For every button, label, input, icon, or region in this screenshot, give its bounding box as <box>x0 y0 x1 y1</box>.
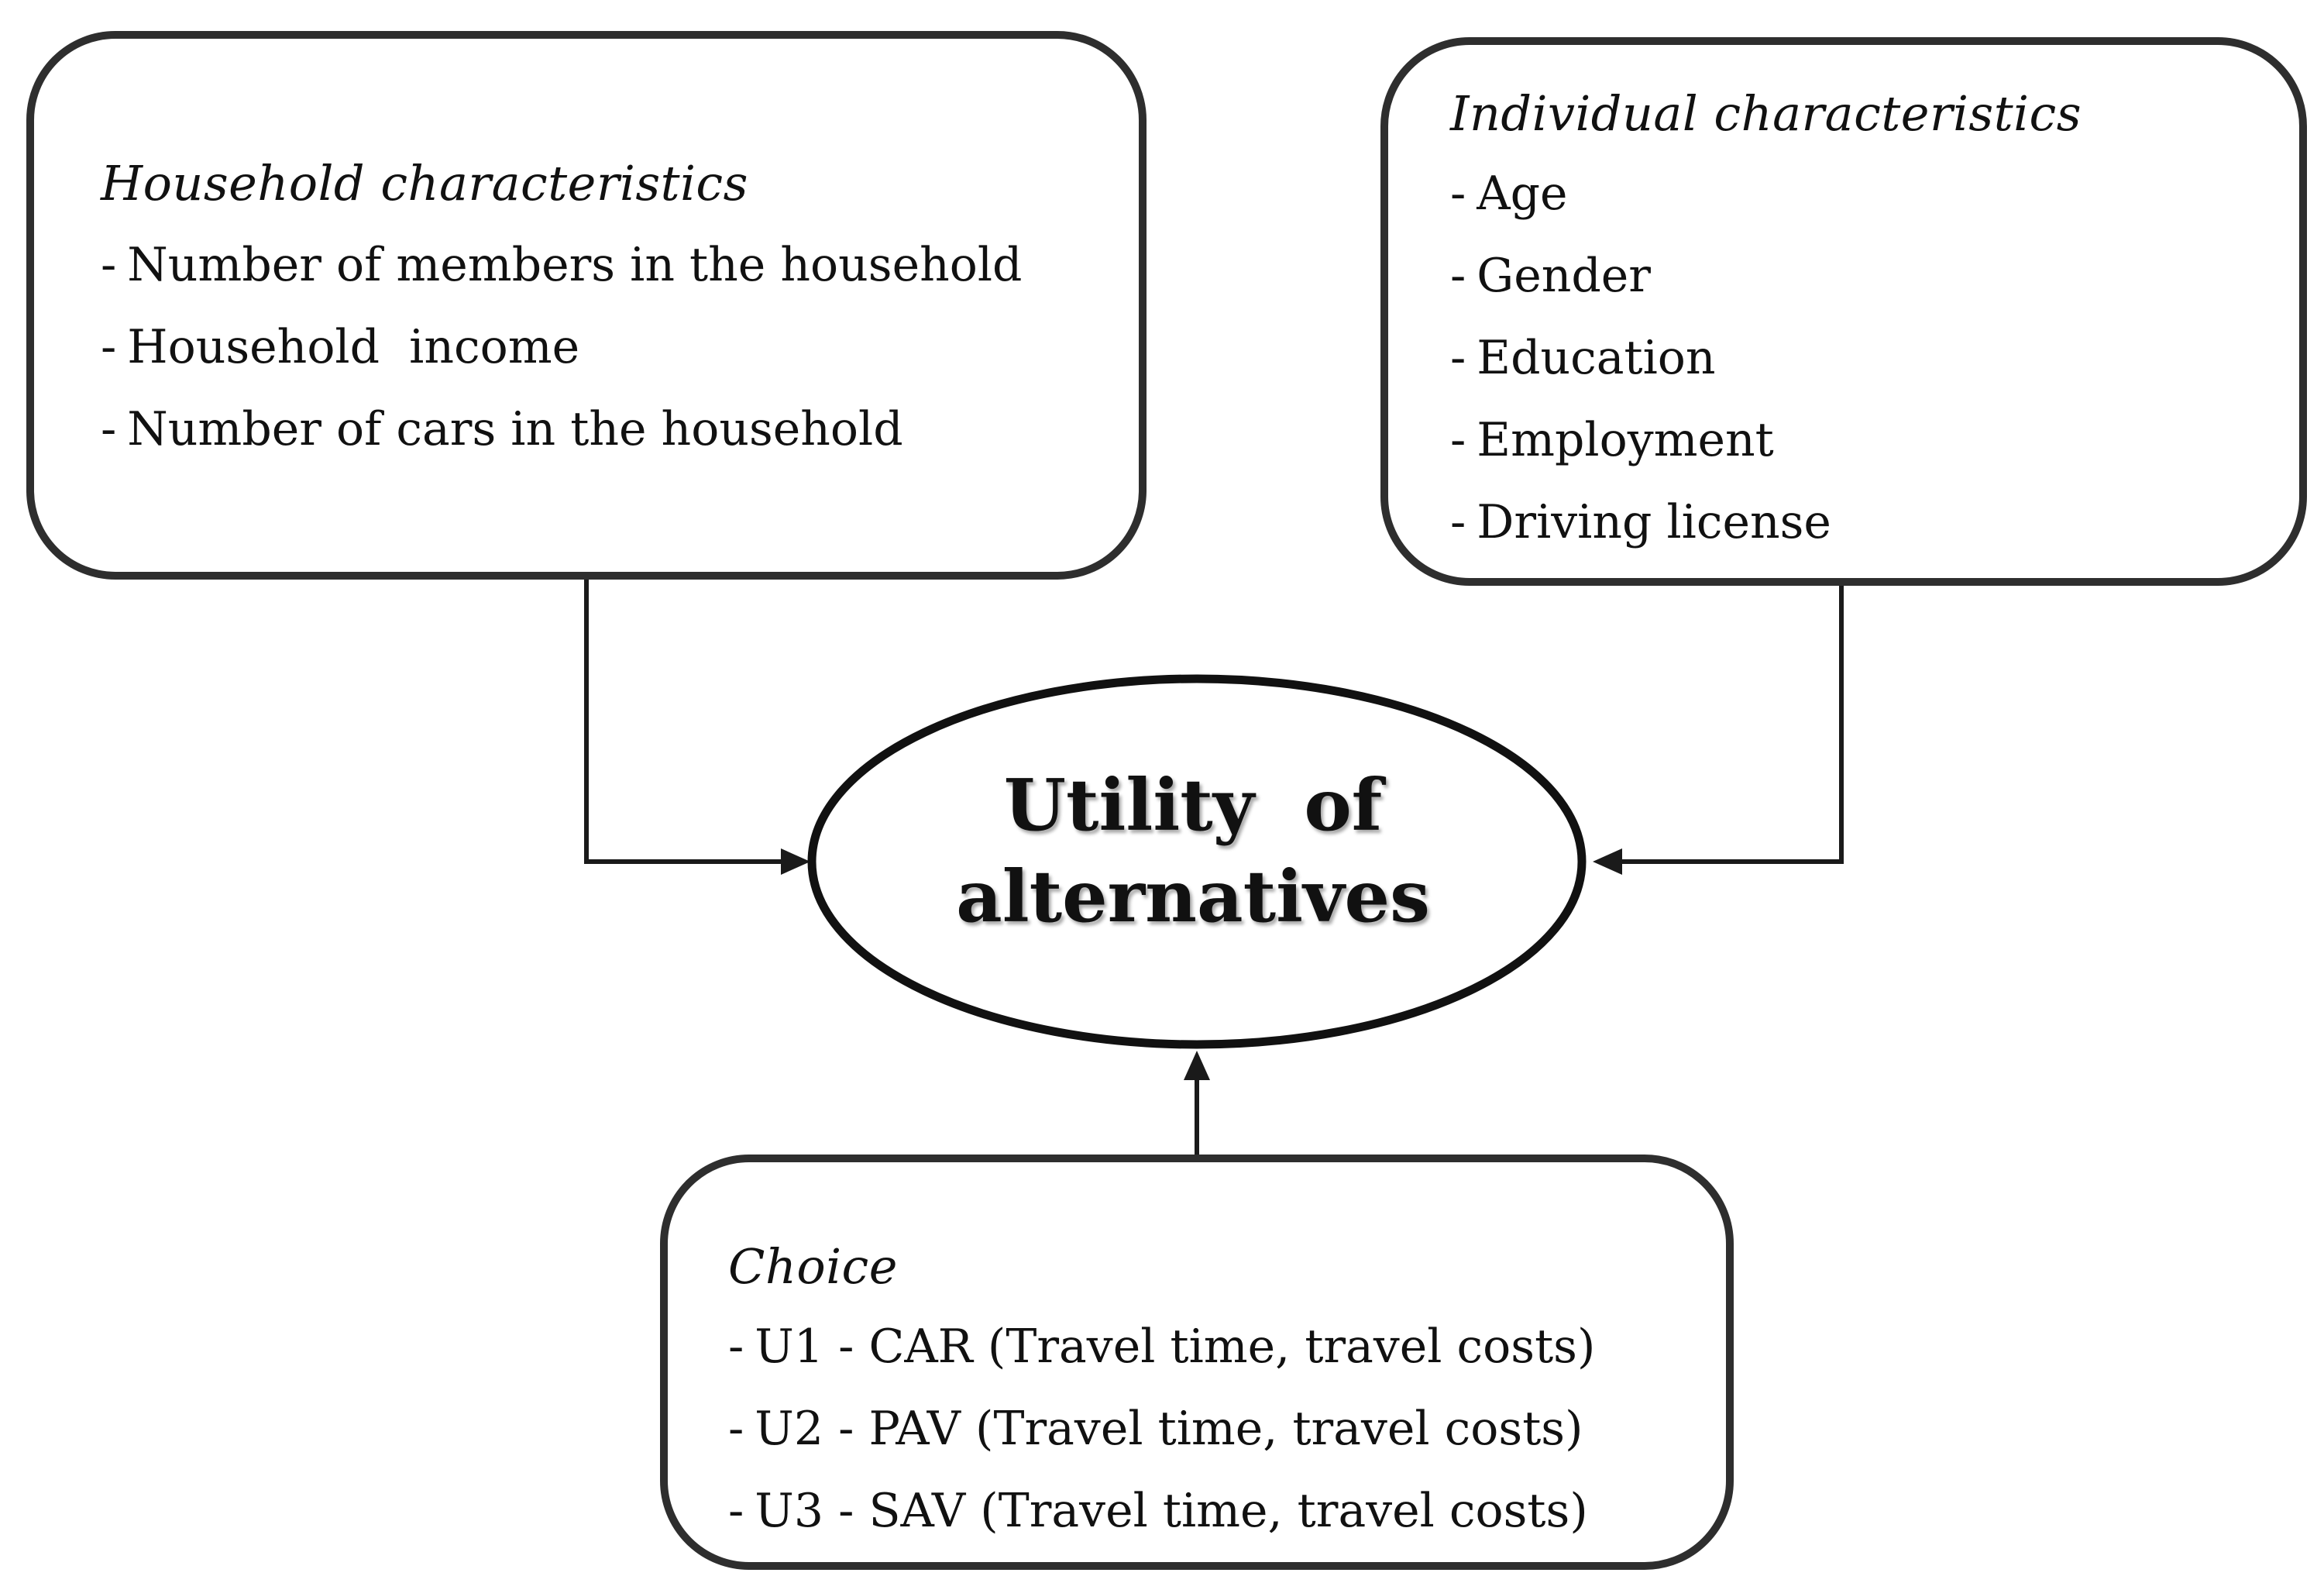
utility-of-alternatives-label: Utility of alternatives <box>922 759 1464 942</box>
item-dash: - <box>1450 495 1466 549</box>
choice-item: -U2 - PAV (Travel time, travel costs) <box>728 1406 1695 1452</box>
connector-household-to-utility <box>584 580 792 864</box>
individual-item: -Employment <box>1450 417 2268 463</box>
household-list: -Number of members in the household -Hou… <box>101 242 1108 453</box>
individual-item-label: Age <box>1477 167 1568 221</box>
individual-list: -Age -Gender -Education -Employment -Dri… <box>1450 170 2268 545</box>
household-item: -Number of cars in the household <box>101 406 1108 453</box>
item-dash: - <box>728 1484 744 1538</box>
household-characteristics-box: Household characteristics -Number of mem… <box>26 31 1147 580</box>
household-item-label: Household income <box>127 320 580 374</box>
individual-item-label: Education <box>1477 331 1716 385</box>
item-dash: - <box>101 402 117 456</box>
household-item: -Household income <box>101 324 1108 370</box>
household-item: -Number of members in the household <box>101 242 1108 288</box>
connector-individual-to-utility <box>1611 586 1844 864</box>
choice-item-label: U1 - CAR (Travel time, travel costs) <box>755 1320 1596 1374</box>
choice-item-label: U2 - PAV (Travel time, travel costs) <box>755 1402 1583 1456</box>
choice-title: Choice <box>728 1238 898 1295</box>
item-dash: - <box>1450 249 1466 303</box>
individual-item: -Driving license <box>1450 499 2268 545</box>
item-dash: - <box>1450 331 1466 385</box>
utility-label-line2: alternatives <box>956 855 1430 938</box>
arrowhead-household <box>781 848 810 875</box>
choice-box: Choice -U1 - CAR (Travel time, travel co… <box>660 1155 1734 1570</box>
individual-item: -Gender <box>1450 253 2268 299</box>
utility-label-line1: Utility of <box>1003 763 1383 847</box>
household-item-label: Number of cars in the household <box>127 402 903 456</box>
choice-item: -U3 - SAV (Travel time, travel costs) <box>728 1488 1695 1534</box>
item-dash: - <box>101 238 117 292</box>
choice-list: -U1 - CAR (Travel time, travel costs) -U… <box>728 1323 1695 1534</box>
arrowhead-individual <box>1593 848 1622 875</box>
item-dash: - <box>101 320 117 374</box>
item-dash: - <box>728 1402 744 1456</box>
individual-item-label: Gender <box>1477 249 1651 303</box>
individual-item: -Age <box>1450 170 2268 217</box>
household-title: Household characteristics <box>101 155 748 212</box>
individual-characteristics-box: Individual characteristics -Age -Gender … <box>1380 37 2307 586</box>
item-dash: - <box>1450 167 1466 221</box>
household-item-label: Number of members in the household <box>127 238 1023 292</box>
individual-item: -Education <box>1450 335 2268 381</box>
individual-title: Individual characteristics <box>1450 85 2082 142</box>
item-dash: - <box>1450 413 1466 467</box>
utility-ellipse <box>807 674 1587 1049</box>
choice-item-label: U3 - SAV (Travel time, travel costs) <box>755 1484 1588 1538</box>
arrowhead-choice <box>1184 1051 1210 1080</box>
individual-item-label: Driving license <box>1477 495 1831 549</box>
individual-item-label: Employment <box>1477 413 1774 467</box>
item-dash: - <box>728 1320 744 1374</box>
choice-item: -U1 - CAR (Travel time, travel costs) <box>728 1323 1695 1370</box>
